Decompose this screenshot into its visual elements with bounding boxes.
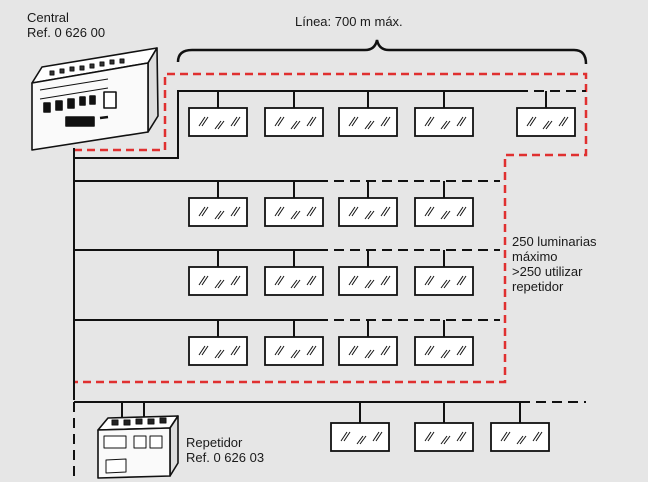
luminaire-icon bbox=[338, 197, 398, 227]
luminaire-icon bbox=[414, 266, 474, 296]
luminaire-icon bbox=[516, 107, 576, 137]
luminaire-icon bbox=[188, 336, 248, 366]
luminaire-icon bbox=[188, 197, 248, 227]
central-label: Central Ref. 0 626 00 bbox=[27, 10, 105, 40]
line-length-label: Línea: 700 m máx. bbox=[295, 14, 403, 29]
central-title: Central bbox=[27, 10, 69, 25]
luminaire-icon bbox=[264, 107, 324, 137]
luminaire-icon bbox=[264, 197, 324, 227]
luminaires bbox=[188, 107, 576, 452]
luminaires-note: 250 luminarias máximo >250 utilizar repe… bbox=[512, 234, 597, 294]
luminaire-icon bbox=[414, 336, 474, 366]
luminaire-icon bbox=[414, 107, 474, 137]
luminaire-icon bbox=[264, 266, 324, 296]
luminaire-icon bbox=[338, 107, 398, 137]
luminaire-icon bbox=[338, 336, 398, 366]
brace-icon bbox=[176, 39, 588, 65]
luminaire-icon bbox=[264, 336, 324, 366]
luminaire-icon bbox=[414, 422, 474, 452]
central-ref: Ref. 0 626 00 bbox=[27, 25, 106, 40]
zone-boundary bbox=[74, 72, 588, 384]
luminaires-note-line: 250 luminarias bbox=[512, 234, 597, 249]
luminaire-icon bbox=[414, 197, 474, 227]
wiring bbox=[73, 90, 586, 482]
luminaires-note-line: máximo bbox=[512, 249, 558, 264]
luminaire-icon bbox=[188, 266, 248, 296]
luminaire-icon bbox=[188, 107, 248, 137]
luminaire-icon bbox=[330, 422, 390, 452]
luminaire-icon bbox=[490, 422, 550, 452]
repeater-ref: Ref. 0 626 03 bbox=[186, 450, 265, 465]
repeater-title: Repetidor bbox=[186, 435, 243, 450]
luminaires-note-line: repetidor bbox=[512, 279, 564, 294]
luminaire-icon bbox=[338, 266, 398, 296]
luminaires-note-line: >250 utilizar bbox=[512, 264, 583, 279]
repeater-label: Repetidor Ref. 0 626 03 bbox=[186, 435, 264, 465]
central-unit-device bbox=[31, 47, 159, 151]
repeater-device bbox=[97, 415, 179, 479]
